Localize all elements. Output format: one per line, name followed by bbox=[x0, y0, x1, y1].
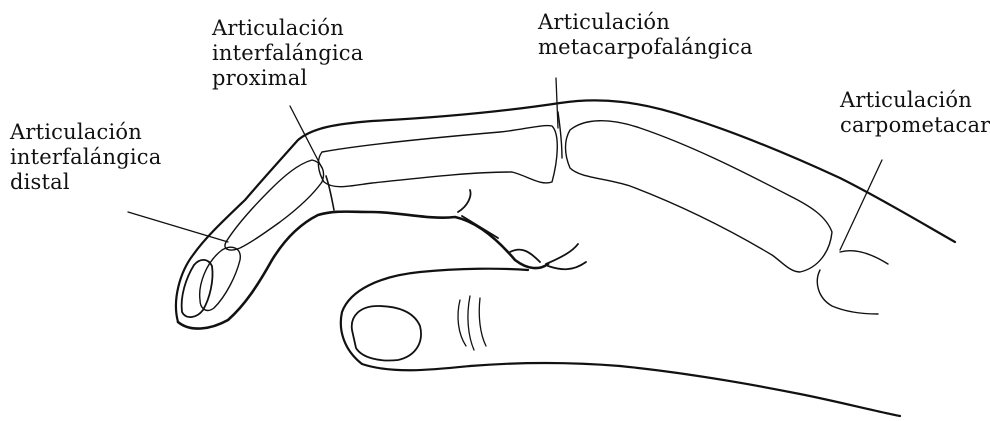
fingernail bbox=[182, 260, 213, 317]
carpal-bone bbox=[817, 251, 888, 314]
label-proximal-joint: Articulación interfalángica proximal bbox=[212, 16, 363, 91]
label-metacarpophalangeal-joint: Articulación metacarpofalángica bbox=[538, 10, 753, 60]
label-proximal-line3: proximal bbox=[212, 66, 363, 91]
label-metacarpo-line1: Articulación bbox=[538, 10, 753, 35]
label-carpometa-line1: Articulación bbox=[840, 88, 990, 113]
label-distal-joint: Articulación interfalángica distal bbox=[10, 120, 161, 195]
thumb-outline bbox=[341, 269, 620, 371]
pip-joint-crease bbox=[326, 176, 334, 210]
label-carpometacarpal-joint: Articulación carpometacar bbox=[840, 88, 990, 138]
proximal-phalanx bbox=[318, 126, 557, 187]
thumb-knuckle-lines bbox=[458, 296, 486, 350]
label-distal-line3: distal bbox=[10, 170, 161, 195]
metacarpal-bone bbox=[566, 121, 833, 272]
leader-line-carpometa bbox=[840, 160, 882, 250]
mcp-joint-crease bbox=[558, 112, 562, 158]
palm-crease bbox=[458, 190, 586, 269]
label-distal-line2: interfalángica bbox=[10, 145, 161, 170]
label-metacarpo-line2: metacarpofalángica bbox=[538, 35, 753, 60]
thumbnail bbox=[352, 306, 421, 361]
hand-palmar-outline bbox=[620, 366, 900, 416]
label-proximal-line2: interfalángica bbox=[212, 41, 363, 66]
label-proximal-line1: Articulación bbox=[212, 16, 363, 41]
label-distal-line1: Articulación bbox=[10, 120, 161, 145]
distal-phalanx bbox=[200, 247, 241, 310]
label-carpometa-line2: carpometacar bbox=[840, 113, 990, 138]
finger-underside-outline bbox=[178, 212, 548, 329]
leader-line-proximal bbox=[290, 106, 322, 168]
leader-line-distal bbox=[128, 212, 228, 242]
